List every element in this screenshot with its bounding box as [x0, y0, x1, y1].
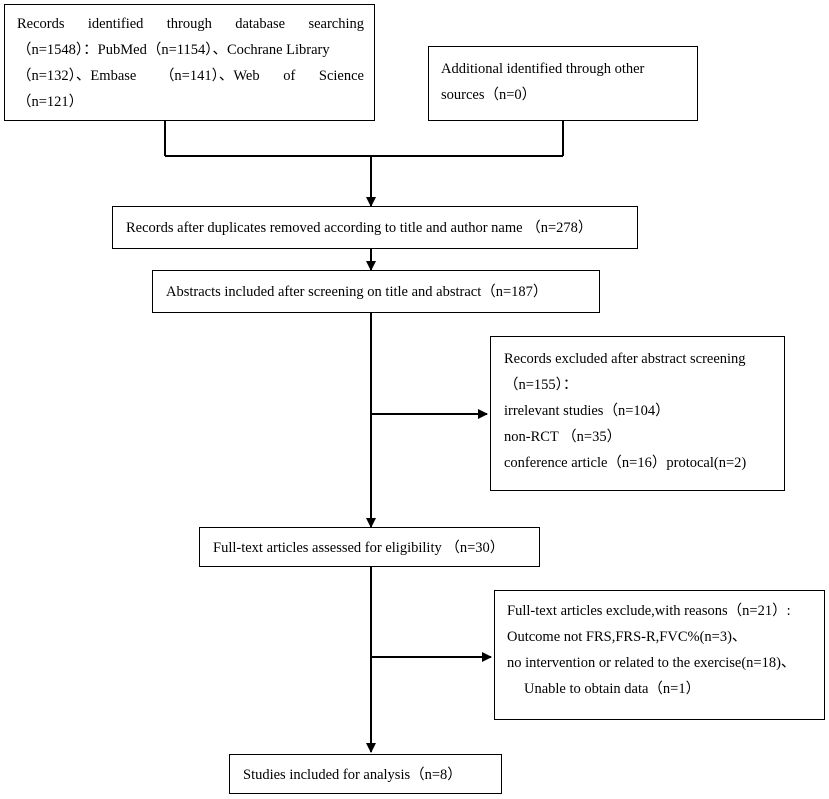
excluded-abstract-line5: conference article（n=16）protocal(n=2)	[504, 455, 747, 471]
duplicates-removed-text: Records after duplicates removed accordi…	[126, 220, 593, 236]
studies-included-box: Studies included for analysis（n=8）	[229, 754, 502, 794]
word: of	[283, 68, 296, 84]
fulltext-assessed-text: Full-text articles assessed for eligibil…	[213, 540, 505, 556]
word: through	[166, 16, 212, 32]
abstracts-included-box: Abstracts included after screening on ti…	[152, 270, 600, 313]
other-sources-line1: Additional identified through other	[441, 61, 645, 77]
fulltext-assessed-box: Full-text articles assessed for eligibil…	[199, 527, 540, 567]
excluded-fulltext-box: Full-text articles exclude,with reasons（…	[494, 590, 825, 720]
word: searching	[308, 16, 364, 32]
additional-sources-box: Additional identified through other sour…	[428, 46, 698, 121]
records-identified-database-box: Records identified through database sear…	[4, 4, 375, 121]
word: （n=132）、Embase	[17, 68, 137, 84]
excluded-fulltext-line2: Outcome not FRS,FRS-R,FVC%(n=3)、	[507, 629, 747, 645]
abstracts-included-text: Abstracts included after screening on ti…	[166, 284, 548, 300]
excluded-abstract-line2: （n=155）：	[504, 377, 578, 393]
word: identified	[87, 16, 144, 32]
excluded-abstract-line4: non-RCT （n=35）	[504, 429, 622, 445]
word: Science	[318, 68, 364, 84]
identified-db-line4: （n=121）	[17, 94, 84, 110]
word: （n=141）、Web	[159, 68, 260, 84]
identified-db-line1: Records identified through database sear…	[17, 11, 364, 37]
word: database	[235, 16, 286, 32]
other-sources-line2: sources（n=0）	[441, 87, 537, 103]
identified-db-line2: （n=1548）：PubMed（n=1154）、Cochrane Library	[17, 42, 330, 58]
excluded-fulltext-line4: Unable to obtain data（n=1）	[524, 681, 701, 697]
excluded-fulltext-line3: no intervention or related to the exerci…	[507, 655, 796, 671]
identified-db-line3: （n=132）、Embase （n=141）、Web of Science	[17, 63, 364, 89]
excluded-abstract-line1: Records excluded after abstract screenin…	[504, 351, 746, 367]
studies-included-text: Studies included for analysis（n=8）	[243, 767, 462, 783]
word: Records	[17, 16, 65, 32]
excluded-fulltext-line1: Full-text articles exclude,with reasons（…	[507, 603, 791, 619]
excluded-abstract-box: Records excluded after abstract screenin…	[490, 336, 785, 491]
duplicates-removed-box: Records after duplicates removed accordi…	[112, 206, 638, 249]
excluded-abstract-line3: irrelevant studies（n=104）	[504, 403, 670, 419]
